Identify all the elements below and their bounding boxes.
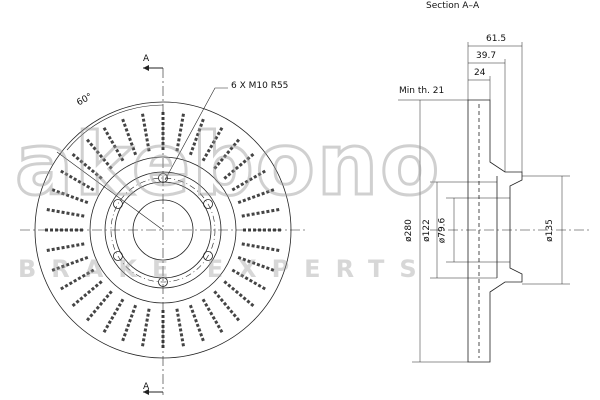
vent-slot	[201, 125, 225, 162]
bolt-hole	[113, 251, 123, 261]
vent-slot	[241, 242, 282, 253]
disc-front-view	[20, 65, 305, 395]
section-mark-bottom: A	[143, 382, 150, 392]
vent-slot	[140, 308, 151, 349]
bolt-hole	[203, 199, 213, 209]
vent-slot	[101, 298, 125, 335]
vent-slot	[231, 168, 268, 192]
dim-overall-width: 61.5	[486, 34, 507, 44]
dim-disc-thickness: 24	[474, 68, 486, 78]
vent-slot	[201, 298, 225, 335]
vent-slot	[140, 111, 151, 152]
vent-slot	[231, 268, 268, 292]
bolt-holes	[113, 173, 213, 287]
vent-slot	[70, 280, 103, 309]
dim-dia-79-6: ø79.6	[437, 217, 448, 244]
vent-slot	[223, 280, 256, 309]
vent-slot	[241, 207, 282, 218]
vent-slot	[237, 255, 277, 273]
vent-slot	[213, 290, 242, 323]
vent-slot	[58, 268, 95, 292]
vent-slot	[49, 255, 89, 273]
vent-slot	[188, 304, 206, 344]
angle-ray	[56, 151, 164, 231]
watermark-tagline: BRAKE EXPERTS	[18, 255, 432, 283]
dim-dia-280: ø280	[403, 219, 414, 242]
watermark-brand: akebono	[13, 115, 442, 215]
vent-slot	[70, 151, 103, 180]
dim-hub-height: 39.7	[476, 51, 497, 61]
vent-slot	[237, 187, 277, 205]
vent-slot	[58, 168, 95, 192]
vent-slot	[120, 304, 138, 344]
bolt-spec-leader	[164, 87, 228, 181]
dim-dia-135: ø135	[544, 219, 555, 242]
vent-slot	[44, 207, 85, 218]
disc-section-view	[398, 42, 590, 363]
vent-slot	[101, 125, 125, 162]
bolt-hole	[113, 199, 123, 209]
vent-slot	[175, 308, 186, 349]
rotor-outline	[467, 99, 523, 363]
min-thickness-label: Min th. 21	[399, 86, 445, 96]
vent-slot	[175, 111, 186, 152]
vent-slot	[44, 242, 85, 253]
vent-slot	[120, 116, 138, 156]
vent-slot	[49, 187, 89, 205]
section-title: Section A–A	[426, 1, 480, 11]
bolt-hole	[203, 251, 213, 261]
angle-arc	[66, 104, 164, 151]
vent-slot	[213, 137, 242, 170]
vent-slot	[84, 290, 113, 323]
bolt-spec-label: 6 X M10 R55	[231, 81, 289, 91]
vent-slot	[84, 137, 113, 170]
section-mark-top: A	[143, 54, 150, 64]
dim-dia-122: ø122	[421, 219, 432, 242]
vent-slot	[223, 151, 256, 180]
vent-slot	[188, 116, 206, 156]
